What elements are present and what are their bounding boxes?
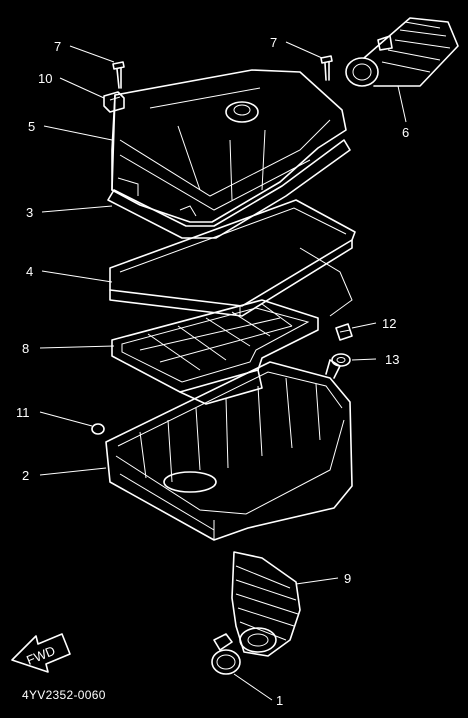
callout-9: 9 xyxy=(344,571,351,586)
callout-2: 2 xyxy=(22,468,29,483)
air-filter-element[interactable] xyxy=(109,199,356,317)
callout-7-left: 7 xyxy=(54,39,61,54)
air-cleaner-cover[interactable] xyxy=(111,69,347,223)
callout-5: 5 xyxy=(28,119,35,134)
callout-6: 6 xyxy=(402,125,409,140)
callout-1: 1 xyxy=(276,693,283,708)
leader-lines xyxy=(39,41,407,701)
callout-7-right: 7 xyxy=(270,35,277,50)
screw-left[interactable] xyxy=(112,61,125,89)
callout-10: 10 xyxy=(38,71,52,86)
grommet[interactable] xyxy=(91,423,105,435)
air-cleaner-joint[interactable] xyxy=(345,17,459,87)
callout-11: 11 xyxy=(16,405,30,420)
hose-clamp[interactable] xyxy=(211,633,241,675)
diagram-code: 4YV2352-0060 xyxy=(22,688,106,702)
callout-3: 3 xyxy=(26,205,33,220)
fwd-arrow-icon: FWD xyxy=(11,633,71,673)
plug-washer[interactable] xyxy=(331,353,351,367)
callout-12: 12 xyxy=(382,316,396,331)
screw-right[interactable] xyxy=(320,55,333,81)
callouts: 7 7 10 5 6 3 4 12 8 13 11 2 9 1 xyxy=(16,35,409,708)
air-cleaner-case[interactable] xyxy=(105,359,353,541)
callout-13: 13 xyxy=(385,352,399,367)
cover-gasket[interactable] xyxy=(107,139,351,239)
drain-plug[interactable] xyxy=(335,323,353,341)
fwd-label: FWD xyxy=(24,643,57,668)
intake-duct[interactable] xyxy=(231,551,301,657)
callout-8: 8 xyxy=(22,341,29,356)
element-seal[interactable] xyxy=(111,299,319,405)
callout-4: 4 xyxy=(26,264,33,279)
